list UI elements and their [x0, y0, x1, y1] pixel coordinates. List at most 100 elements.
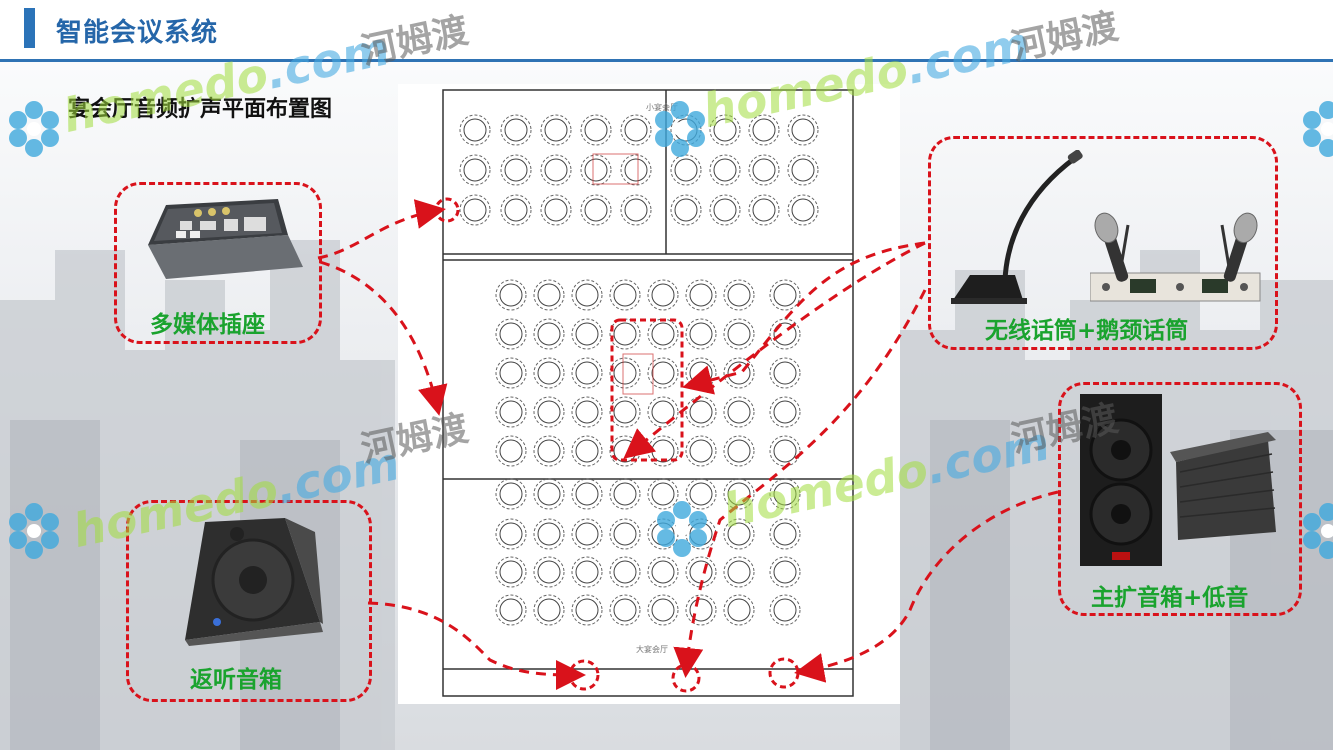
banquet-table — [769, 518, 801, 550]
banquet-table — [495, 478, 527, 510]
main-speakers-box — [1058, 382, 1302, 616]
banquet-table — [769, 556, 801, 588]
banquet-table — [609, 518, 641, 550]
banquet-table — [620, 154, 652, 186]
banquet-table — [685, 435, 717, 467]
banquet-table — [723, 318, 755, 350]
banquet-table — [748, 154, 780, 186]
banquet-table — [685, 318, 717, 350]
banquet-table — [748, 114, 780, 146]
banquet-table — [609, 396, 641, 428]
banquet-table — [540, 154, 572, 186]
banquet-table — [748, 194, 780, 226]
banquet-table — [723, 279, 755, 311]
banquet-table — [495, 594, 527, 626]
banquet-table — [723, 556, 755, 588]
banquet-table — [533, 396, 565, 428]
banquet-table — [495, 318, 527, 350]
banquet-table — [685, 594, 717, 626]
floor-plan-drawing: 小宴会厅 大宴会厅 — [442, 89, 854, 697]
microphones-label: 无线话筒+鹅颈话筒 — [985, 318, 1189, 344]
banquet-table — [580, 114, 612, 146]
banquet-table — [571, 556, 603, 588]
banquet-table — [571, 318, 603, 350]
diagram-subtitle: 宴会厅音频扩声平面布置图 — [68, 97, 333, 122]
banquet-table — [709, 194, 741, 226]
plan-room-small: 小宴会厅 — [646, 102, 678, 112]
banquet-table — [620, 114, 652, 146]
banquet-table — [495, 435, 527, 467]
microphones-box — [928, 136, 1278, 350]
page-title: 智能会议系统 — [56, 18, 219, 48]
banquet-table — [723, 357, 755, 389]
floor-plan: 小宴会厅 大宴会厅 — [398, 84, 900, 704]
banquet-table — [571, 357, 603, 389]
plan-room-big: 大宴会厅 — [636, 644, 668, 654]
banquet-table — [723, 518, 755, 550]
watermark-flower-icon-5 — [657, 501, 707, 557]
banquet-table — [609, 357, 641, 389]
multimedia-socket-image — [148, 199, 303, 279]
banquet-table — [540, 114, 572, 146]
watermark-flower-icon — [9, 101, 59, 157]
banquet-table — [670, 154, 702, 186]
banquet-table — [769, 435, 801, 467]
main-speaker-image — [1080, 394, 1276, 566]
banquet-table — [495, 357, 527, 389]
watermark-flower-icon-2 — [655, 101, 705, 157]
banquet-table — [580, 194, 612, 226]
banquet-table — [533, 318, 565, 350]
monitor-box — [126, 500, 372, 702]
banquet-table — [647, 396, 679, 428]
banquet-table — [620, 194, 652, 226]
banquet-table — [533, 518, 565, 550]
multimedia-label: 多媒体插座 — [150, 312, 265, 338]
gooseneck-microphone-image — [951, 150, 1083, 304]
banquet-table — [769, 396, 801, 428]
monitor-label: 返听音箱 — [190, 667, 282, 693]
banquet-table — [769, 279, 801, 311]
banquet-table — [769, 478, 801, 510]
banquet-table — [459, 194, 491, 226]
banquet-table — [769, 357, 801, 389]
banquet-table — [723, 594, 755, 626]
banquet-table — [709, 114, 741, 146]
banquet-table — [459, 114, 491, 146]
watermark-flower-icon-3 — [1303, 101, 1333, 157]
watermark-flower-icon-4 — [9, 503, 59, 559]
banquet-table — [533, 556, 565, 588]
banquet-table — [571, 518, 603, 550]
banquet-table — [723, 435, 755, 467]
banquet-table — [609, 478, 641, 510]
banquet-table — [580, 154, 612, 186]
banquet-table — [685, 478, 717, 510]
banquet-table — [647, 478, 679, 510]
banquet-table — [787, 114, 819, 146]
banquet-table — [533, 357, 565, 389]
banquet-table — [769, 594, 801, 626]
banquet-table — [670, 194, 702, 226]
banquet-table — [459, 154, 491, 186]
banquet-table — [495, 396, 527, 428]
banquet-table — [571, 435, 603, 467]
banquet-table — [609, 594, 641, 626]
watermark-flower-icon-6 — [1303, 503, 1333, 559]
banquet-table — [495, 279, 527, 311]
banquet-table — [787, 194, 819, 226]
banquet-table — [723, 478, 755, 510]
banquet-table — [769, 318, 801, 350]
banquet-table — [609, 556, 641, 588]
banquet-table — [500, 114, 532, 146]
banquet-table — [647, 594, 679, 626]
header-divider — [0, 59, 1333, 62]
banquet-table — [647, 279, 679, 311]
banquet-table — [787, 154, 819, 186]
banquet-table — [495, 556, 527, 588]
banquet-table — [571, 396, 603, 428]
banquet-table — [609, 279, 641, 311]
header: 智能会议系统 — [0, 0, 1333, 62]
banquet-table — [571, 594, 603, 626]
monitor-speaker-image — [185, 518, 323, 646]
main-speakers-label: 主扩音箱+低音 — [1091, 585, 1249, 611]
